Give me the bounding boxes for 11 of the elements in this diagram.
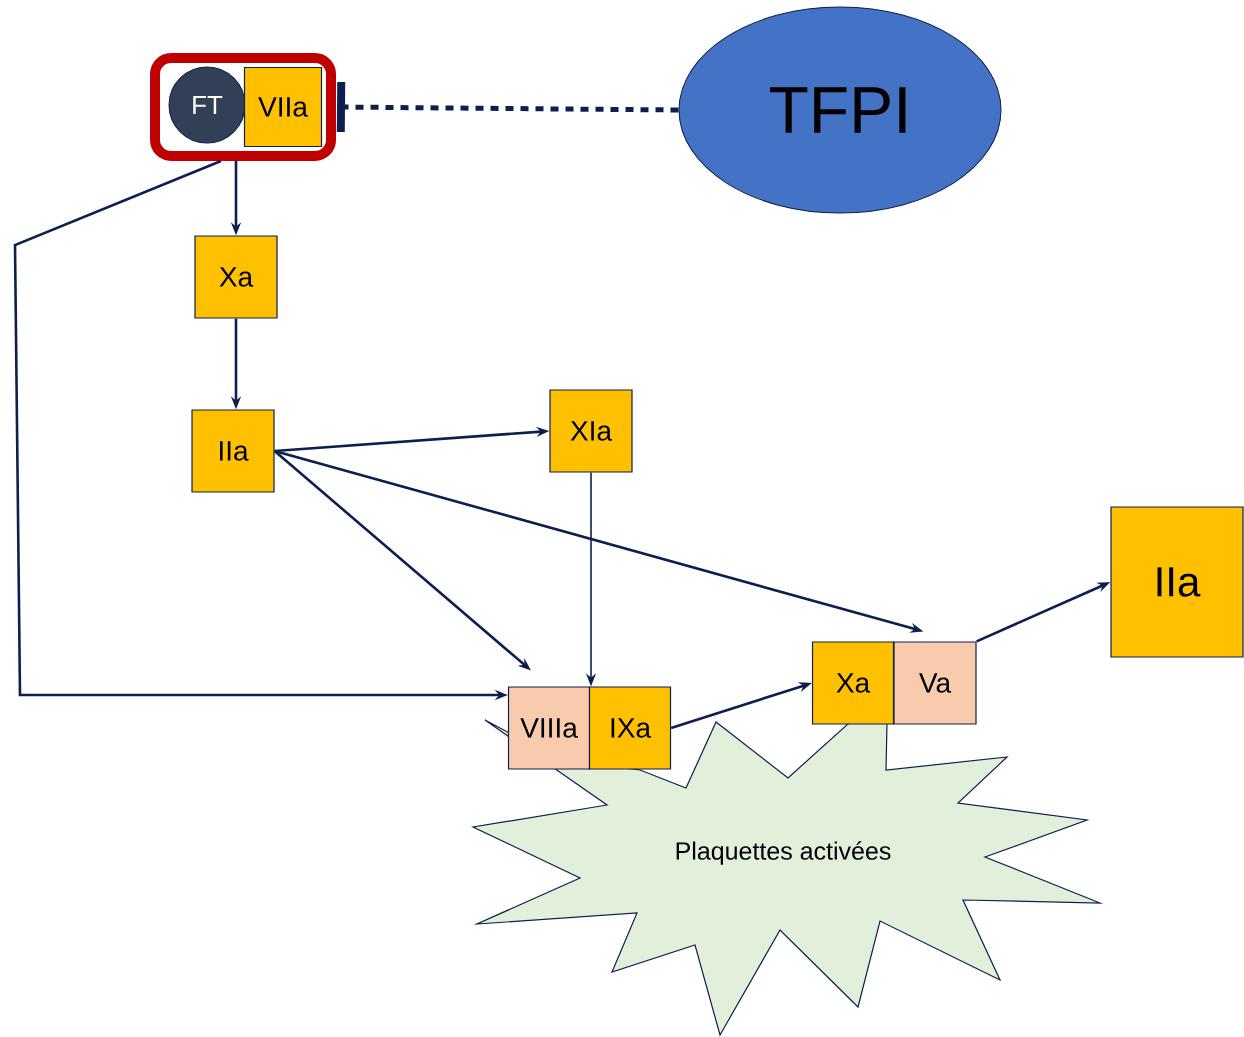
factor-box: IIa	[1110, 506, 1244, 658]
factor-box: IIa	[191, 409, 275, 493]
factor-box: XIa	[549, 389, 633, 473]
factor-box: Xa	[194, 235, 278, 319]
complex-frame	[150, 53, 336, 161]
cofactor-box: Va	[893, 641, 977, 725]
factor-box: VIIa	[243, 66, 323, 148]
factor-box: Xa	[811, 641, 895, 725]
cofactor-box: VIIIa	[507, 686, 591, 770]
inhibition-line	[336, 82, 679, 133]
factor-box: IXa	[588, 686, 672, 770]
